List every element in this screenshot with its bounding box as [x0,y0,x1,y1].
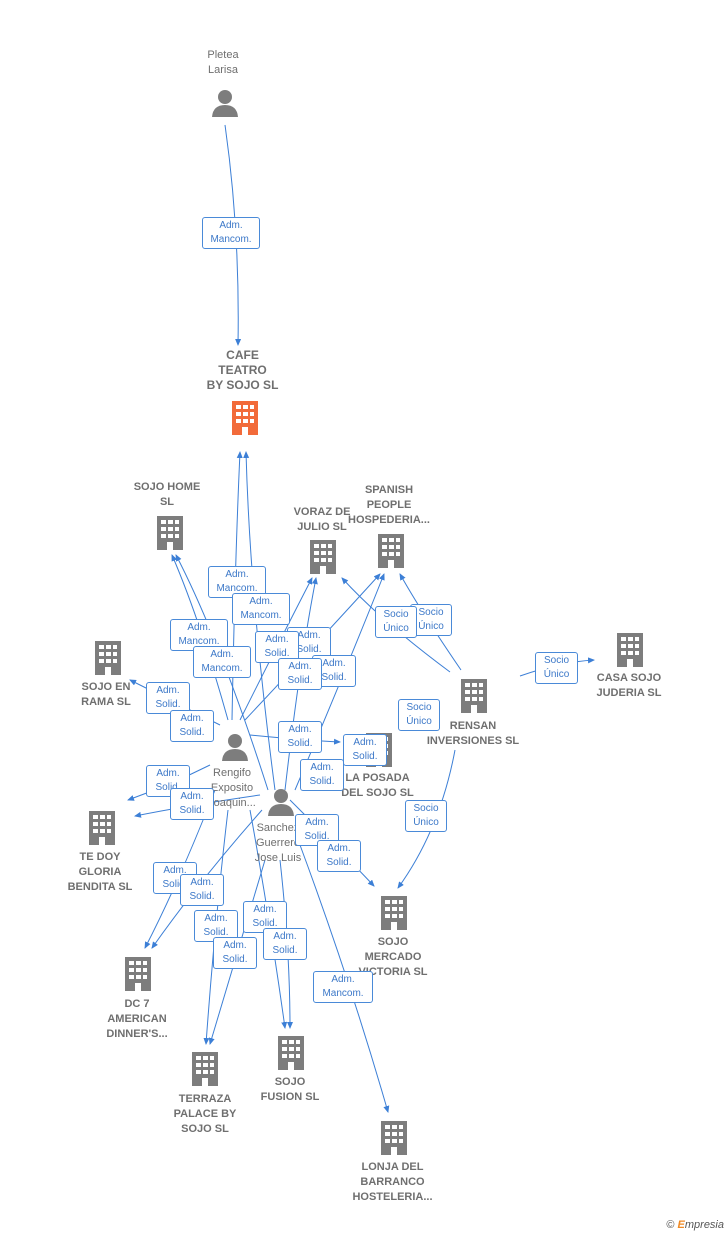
building-icon[interactable] [378,1120,410,1156]
relation-box[interactable]: Adm. Solid. [146,682,190,714]
brand-name: mpresia [684,1219,724,1231]
node-label-rensan: RENSAN INVERSIONES SL [426,720,520,747]
relation-box[interactable]: Adm. Solid. [194,910,238,942]
building-icon[interactable] [307,539,339,575]
node-label-pletea: Pletea Larisa [207,49,239,76]
relation-box[interactable]: Adm. Solid. [263,928,307,960]
node-label-la-posada: LA POSADA DEL SOJO SL [341,772,414,799]
relation-box[interactable]: Adm. Solid. [343,734,387,766]
node-label-terraza: TERRAZA PALACE BY SOJO SL [173,1093,237,1135]
relation-box[interactable]: Adm. Mancom. [232,593,290,625]
relation-box[interactable]: Socio Único [398,699,440,731]
node-label-sojo-home: SOJO HOME SL [133,481,201,508]
node-label-sojo-fusion: SOJO FUSION SL [260,1076,320,1103]
building-icon[interactable] [122,956,154,992]
building-icon[interactable] [86,810,118,846]
node-label-casa-sojo: CASA SOJO JUDERIA SL [596,672,662,699]
node-label-sanchez: Sanchez Guerrero Jose Luis [254,822,302,864]
relation-box[interactable]: Adm. Mancom. [313,971,373,1003]
building-icon[interactable] [378,895,410,931]
node-label-cafe-teatro: CAFE TEATRO BY SOJO SL [206,348,279,392]
relation-box[interactable]: Adm. Solid. [278,721,322,753]
relation-box[interactable]: Adm. Solid. [278,658,322,690]
brand-initial: E [677,1219,685,1231]
relation-box[interactable]: Adm. Solid. [180,874,224,906]
building-icon[interactable] [92,640,124,676]
building-icon[interactable] [458,678,490,714]
person-icon[interactable] [210,88,240,118]
relation-box[interactable]: Adm. Solid. [317,840,361,872]
node-label-spanish-people: SPANISH PEOPLE HOSPEDERIA... [348,484,430,526]
person-icon[interactable] [220,732,250,762]
brand-logo[interactable]: © Empresia [666,1219,724,1231]
relation-box[interactable]: Socio Único [535,652,578,684]
relation-box[interactable]: Socio Único [405,800,447,832]
relation-box[interactable]: Adm. Solid. [255,631,299,663]
relation-box[interactable]: Socio Único [375,606,417,638]
node-label-lonja: LONJA DEL BARRANCO HOSTELERIA... [352,1161,433,1203]
relation-box[interactable]: Adm. Solid. [300,759,344,791]
node-label-rengifo: Rengifo Exposito Joaquin... [208,767,256,809]
node-label-te-doy: TE DOY GLORIA BENDITA SL [67,851,133,893]
node-label-sojo-en-rama: SOJO EN RAMA SL [81,681,131,708]
building-icon[interactable] [614,632,646,668]
building-icon[interactable] [229,400,261,436]
node-label-voraz: VORAZ DE JULIO SL [293,506,351,533]
relation-box[interactable]: Adm. Mancom. [202,217,260,249]
copyright-mark: © [666,1219,675,1231]
node-label-dc7: DC 7 AMERICAN DINNER'S... [106,998,168,1040]
person-icon[interactable] [266,787,296,817]
building-icon[interactable] [275,1035,307,1071]
building-icon[interactable] [154,515,186,551]
relation-box[interactable]: Adm. Solid. [170,710,214,742]
relation-box[interactable]: Adm. Mancom. [193,646,251,678]
relation-box[interactable]: Adm. Solid. [213,937,257,969]
building-icon[interactable] [375,533,407,569]
building-icon[interactable] [189,1051,221,1087]
relation-box[interactable]: Adm. Solid. [170,788,214,820]
